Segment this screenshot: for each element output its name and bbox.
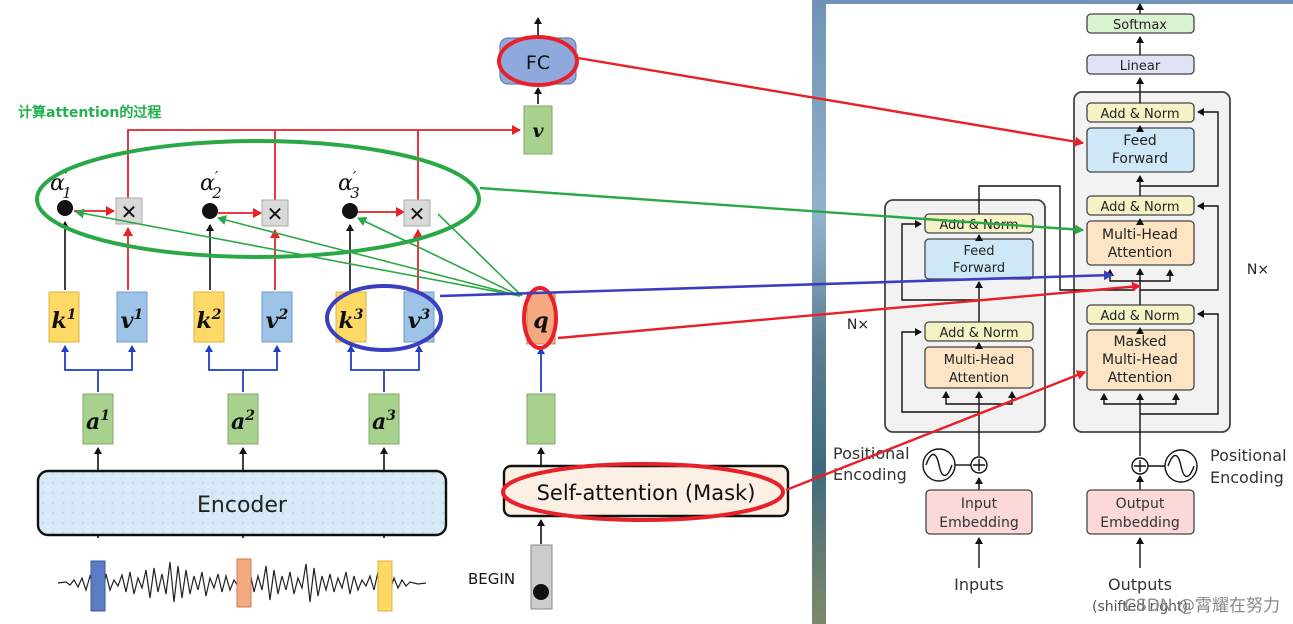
watermark: CSDN @霄耀在努力 (1124, 596, 1280, 616)
v-output-label: v (532, 120, 544, 142)
alpha-dot-1 (57, 200, 73, 216)
kv-to-encoder-output-arrow (439, 270, 1113, 298)
encoder-plus-sign (973, 459, 985, 471)
multiply-box-2 (261, 199, 289, 227)
embedding-projection-arrows (61, 345, 545, 392)
encoder-add-norm-bottom-label: Add & Norm (939, 326, 1018, 341)
key-box-2 (193, 291, 225, 343)
output-embedding-block (1086, 489, 1195, 535)
encoder-nx-label: N× (847, 317, 869, 333)
multiply-box-1 (115, 197, 143, 225)
encoder-multi-head-label-1: Multi-Head (944, 353, 1014, 368)
linear-label: Linear (1120, 59, 1161, 74)
begin-token-dot (533, 584, 549, 600)
value-label-2: v2 (266, 307, 289, 334)
multiply-icon: ✕ (121, 200, 138, 224)
section-title: 计算attention的过程 (18, 104, 161, 121)
waveform-segment-2 (236, 558, 252, 608)
masked-label-2: Multi-Head (1102, 352, 1178, 368)
waveform-segment-3 (377, 560, 393, 612)
encoder-multi-head-label-2: Attention (949, 371, 1009, 386)
embedding-box-1 (82, 393, 114, 445)
output-embedding-label-1: Output (1116, 496, 1165, 512)
multiply-icon: ✕ (409, 202, 426, 226)
fc-to-feed-forward-arrow (577, 56, 1084, 147)
encoder-positional-label-2: Encoding (833, 465, 907, 484)
shifted-right-label: (shifted right) (1092, 599, 1188, 615)
query-box (526, 291, 556, 345)
decoder-sine-curve (1167, 454, 1195, 478)
decoder-add-norm-3-label: Add & Norm (1100, 309, 1179, 324)
alpha-dot-2 (202, 203, 218, 219)
decoder-nx-label: N× (1247, 262, 1269, 278)
multiply-box-3 (403, 199, 431, 227)
query-label: q (533, 308, 548, 334)
value-box-2 (261, 291, 293, 343)
input-embedding-label-1: Input (961, 496, 998, 512)
attention-process-panel: 计算attention的过程 FC v ✕ ✕ ✕ α′1 (18, 17, 790, 612)
embedding-box-2 (227, 393, 259, 445)
decoder-positional-label-1: Positional (1210, 446, 1287, 465)
alpha-label-3: α′3 (338, 168, 360, 202)
decoder-add-norm-1-label: Add & Norm (1100, 107, 1179, 122)
encoder-label: Encoder (197, 493, 288, 518)
embedding-label-2: a2 (231, 408, 255, 435)
transformer-panel: Add & Norm Feed Forward Add & Norm Multi… (812, 0, 1293, 624)
multiply-icon: ✕ (267, 202, 284, 226)
key-label-2: k2 (197, 307, 222, 334)
value-label-1: v1 (121, 307, 144, 334)
mapping-arrows (439, 56, 1141, 492)
weighted-sum-lines (74, 125, 521, 290)
decoder-plus-sign (1134, 460, 1146, 472)
self-attention-to-masked-arrow (785, 370, 1086, 492)
inputs-label: Inputs (954, 575, 1004, 594)
decoder-add-norm-2-label: Add & Norm (1100, 200, 1179, 215)
output-embedding-label-2: Embedding (1100, 515, 1179, 531)
key-box-1 (48, 291, 80, 343)
decoder-feed-forward-label-2: Forward (1112, 151, 1168, 167)
decoder-multi-head-label-2: Attention (1108, 245, 1173, 261)
decoder-multi-head-label-1: Multi-Head (1102, 227, 1178, 243)
input-embedding-block (925, 489, 1033, 535)
key-label-3: k3 (339, 307, 364, 334)
softmax-label: Softmax (1113, 18, 1167, 33)
self-attention-label: Self-attention (Mask) (537, 481, 756, 505)
encoder-sine-curve (925, 453, 953, 477)
kv3-highlight-ellipse (325, 284, 443, 352)
fc-label: FC (526, 52, 550, 74)
masked-label-1: Masked (1113, 334, 1166, 350)
begin-label: BEGIN (468, 570, 515, 588)
value-label-3: v3 (408, 307, 431, 334)
query-highlight-ellipse (522, 286, 558, 350)
value-box-1 (116, 291, 148, 343)
embedding-label-1: a1 (86, 408, 110, 435)
alpha-dot-3 (342, 203, 358, 219)
masked-label-3: Attention (1108, 370, 1173, 386)
query-score-lines (75, 208, 523, 297)
decoder-hidden-box (526, 393, 556, 445)
outputs-label: Outputs (1108, 575, 1172, 594)
encoder-feed-forward-label-2: Forward (953, 261, 1005, 276)
self-attention-highlight-ellipse (501, 462, 785, 522)
decoder-positional-label-2: Encoding (1210, 468, 1284, 487)
waveform-segment-1 (90, 560, 106, 612)
encoder-block (36, 469, 448, 537)
value-box-3 (403, 291, 435, 343)
query-to-decoder-arrow (557, 281, 1141, 340)
input-embedding-label-2: Embedding (939, 515, 1018, 531)
embedding-box-3 (368, 393, 400, 445)
alpha-highlight-ellipse (35, 139, 481, 259)
encoder-feed-forward-label-1: Feed (963, 244, 994, 259)
fc-highlight-ellipse (497, 35, 579, 87)
v-output-block (523, 105, 553, 155)
embedding-label-3: a3 (372, 408, 396, 435)
decoder-feed-forward-label-1: Feed (1123, 133, 1156, 149)
alpha-label-2: α′2 (200, 168, 222, 202)
alpha-to-multi-head-arrow (479, 186, 1084, 235)
key-label-1: k1 (52, 307, 77, 334)
